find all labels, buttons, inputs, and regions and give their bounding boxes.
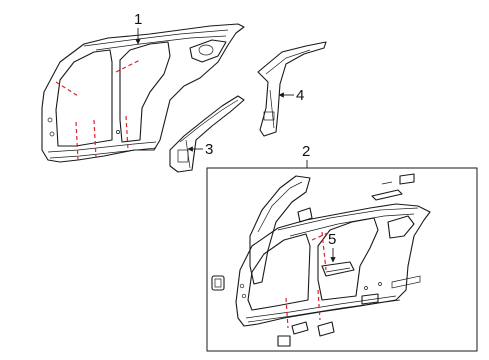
- cut-line: [317, 289, 321, 321]
- callout-5: 5: [328, 231, 336, 248]
- cut-line: [321, 231, 327, 271]
- cut-line: [55, 81, 79, 97]
- cut-line: [115, 59, 141, 73]
- cut-line: [75, 121, 79, 161]
- callout-1: 1: [134, 11, 142, 28]
- callout-4: 4: [296, 87, 304, 104]
- callout-3: 3: [205, 141, 213, 158]
- hinge-pillar-part-3: [169, 95, 245, 173]
- side-assembly-part-2: [211, 173, 431, 347]
- cut-line: [93, 119, 97, 159]
- side-outer-panel-part-1: [41, 23, 245, 163]
- cut-line: [311, 231, 331, 241]
- assembly-frame: [206, 167, 478, 352]
- callout-2: 2: [302, 143, 310, 160]
- pillar-reinforcement-part-4: [257, 41, 327, 137]
- cut-line: [125, 115, 129, 151]
- cut-line: [285, 297, 289, 329]
